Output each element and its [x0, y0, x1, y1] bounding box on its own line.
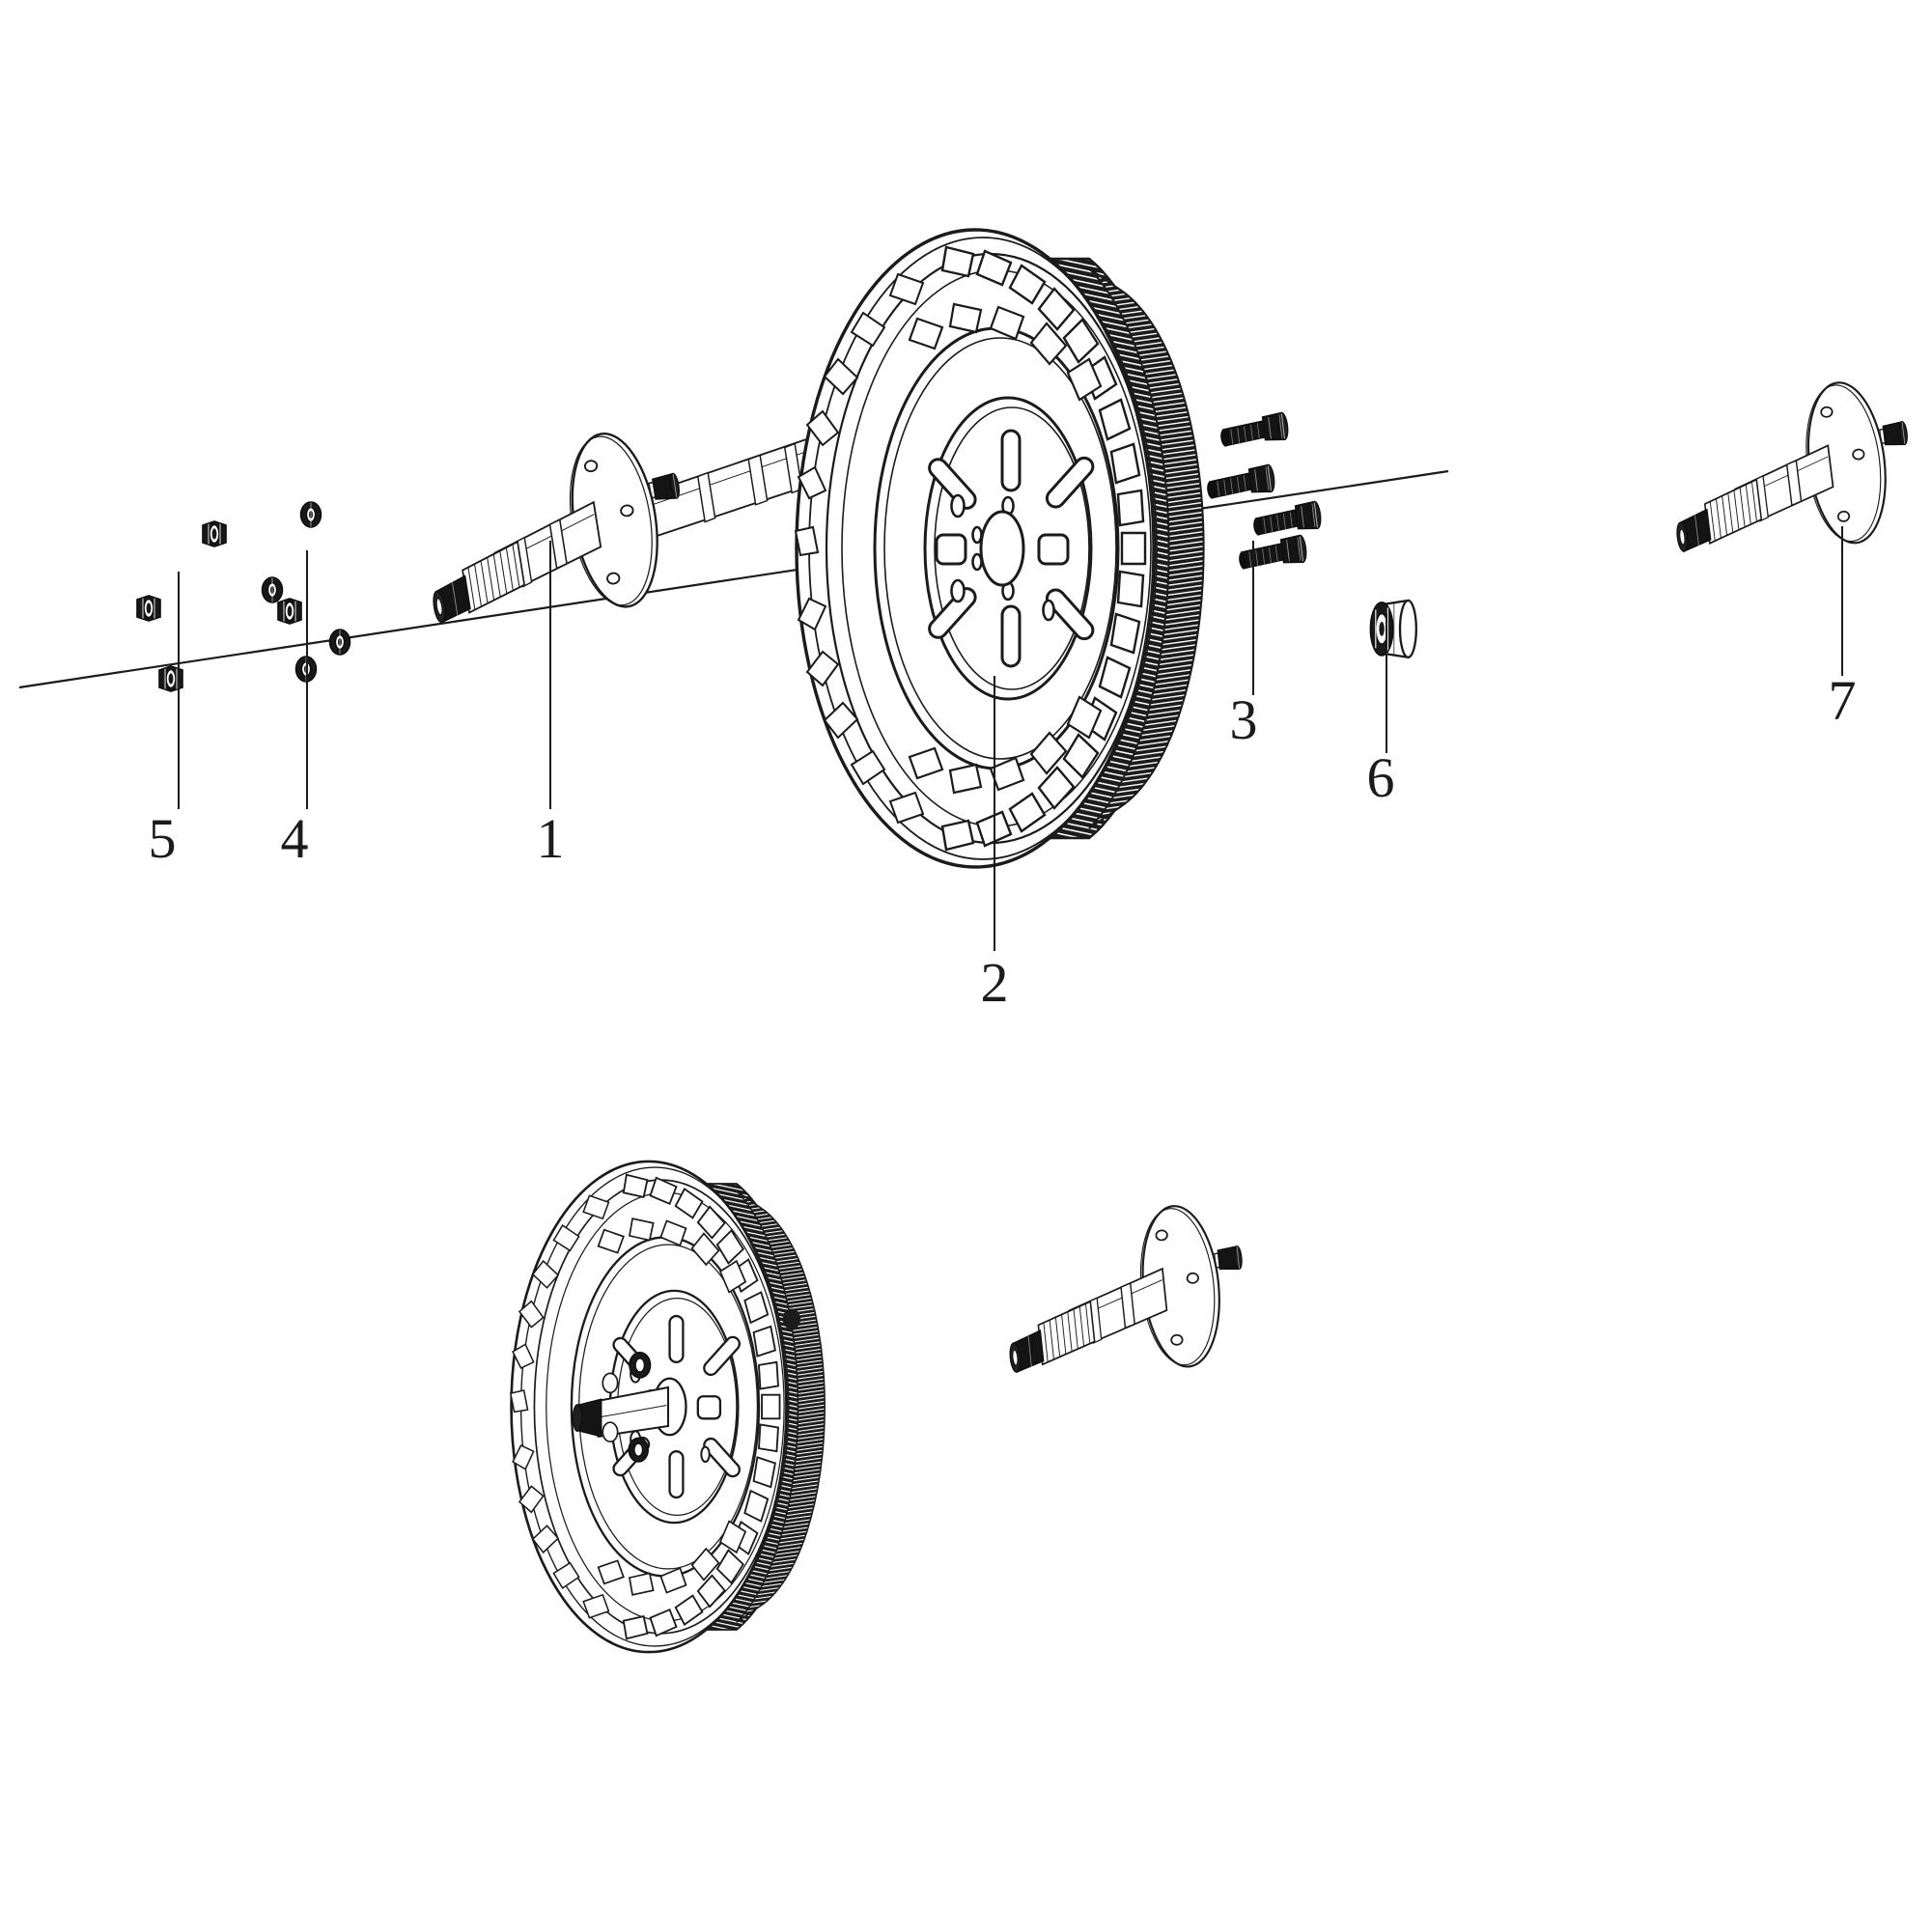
- tread-ribs-far: [794, 272, 925, 825]
- hex-nut[interactable]: [277, 598, 302, 625]
- callout-3[interactable]: 3: [1230, 541, 1258, 751]
- callout-4[interactable]: 4: [281, 550, 309, 870]
- inner-spoke-ribs: [908, 302, 1103, 795]
- valve-stem-nub: [782, 1308, 801, 1329]
- flat-washer[interactable]: [261, 576, 284, 603]
- hex-nut[interactable]: [136, 595, 161, 622]
- flat-washer[interactable]: [328, 629, 351, 656]
- callout-1-label: 1: [537, 807, 565, 870]
- hub-drive-lugs: [935, 533, 1070, 566]
- hex-flange-bolt[interactable]: [1218, 411, 1290, 448]
- hub-small-holes: [950, 493, 1055, 622]
- flat-washer[interactable]: [299, 501, 322, 528]
- callout-6[interactable]: 6: [1367, 613, 1395, 809]
- callout-3-label: 3: [1230, 688, 1258, 751]
- callout-4-label: 4: [281, 807, 309, 870]
- callout-5[interactable]: 5: [149, 572, 180, 870]
- assembly-lower-spindle[interactable]: [994, 1198, 1254, 1386]
- hex-flange-bolt[interactable]: [1250, 500, 1323, 537]
- callout-1[interactable]: 1: [537, 541, 565, 870]
- installed-spindle-stub: [572, 1352, 687, 1463]
- part-wheel-rim-tire[interactable]: [794, 228, 1205, 869]
- assembly-axis-centerline: [18, 469, 1449, 689]
- hex-flange-bolt[interactable]: [1204, 463, 1276, 500]
- callout-layer: 5 4 1 2 3 6 7: [149, 526, 1857, 1014]
- part-axle-cap-nut[interactable]: [1369, 599, 1417, 658]
- callout-7[interactable]: 7: [1829, 526, 1857, 732]
- tire-sidewall-band: [1048, 257, 1205, 840]
- callout-2-label: 2: [981, 951, 1009, 1014]
- callout-2[interactable]: 2: [981, 676, 1009, 1014]
- callout-6-label: 6: [1367, 746, 1395, 809]
- hex-flange-bolt[interactable]: [1236, 534, 1308, 571]
- hub-vent-slots: [928, 429, 1095, 668]
- hex-nut[interactable]: [202, 520, 227, 547]
- callout-5-label: 5: [149, 807, 177, 870]
- part-group-flange-bolts[interactable]: [1204, 411, 1323, 571]
- assembly-lower-wheel[interactable]: [509, 1160, 826, 1654]
- callout-7-label: 7: [1829, 669, 1857, 732]
- part-axle-spindle-detail[interactable]: [1660, 374, 1921, 566]
